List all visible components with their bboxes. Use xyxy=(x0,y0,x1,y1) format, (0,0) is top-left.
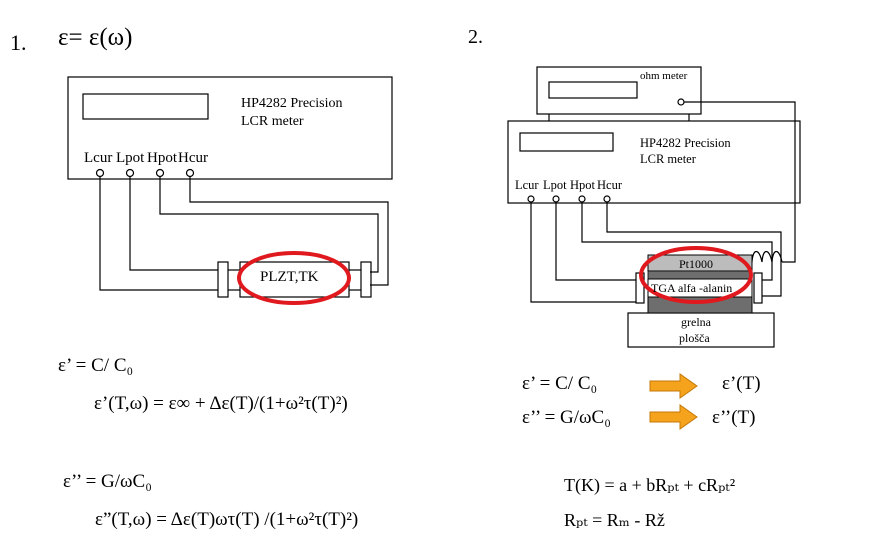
panel2-eq1-right: ε’(T) xyxy=(722,373,761,394)
wire-hcur-2 xyxy=(606,202,782,297)
lcr-label-2-line2: LCR meter xyxy=(640,152,696,166)
terminal-label-lpot-1: Lpot xyxy=(116,150,145,166)
wire-lpot-1 xyxy=(129,177,218,271)
coil xyxy=(728,250,783,263)
panel1-number: 1. xyxy=(10,30,27,55)
panel1-eq1: ε’ = C/ C₀ xyxy=(58,355,134,376)
ohm-meter-label: ohm meter xyxy=(640,70,688,82)
panel1-eq2: ε’(T,ω) = ε∞ + Δε(T)/(1+ω²τ(T)²) xyxy=(94,393,348,414)
highlight-oval-2 xyxy=(639,246,753,304)
wire-hcur-1 xyxy=(189,177,389,286)
wire-lpot-2 xyxy=(555,202,636,281)
terminal-label-hpot-1: Hpot xyxy=(147,150,177,166)
panel2-eq2-left: ε’’ = G/ωC₀ xyxy=(522,407,611,428)
wire-ohm-lead xyxy=(684,101,796,263)
terminal-label-hcur-1: Hcur xyxy=(178,150,208,166)
sample-label-1: PLZT,TK xyxy=(260,269,319,285)
tga-label: TGA alfa -alanin xyxy=(651,281,733,295)
lcr-display-1 xyxy=(82,93,209,120)
pt1000-label: Pt1000 xyxy=(679,257,714,271)
lcr-label-1-line2: LCR meter xyxy=(241,114,304,129)
wire-lcur-2 xyxy=(530,202,636,303)
wire-lcur-1 xyxy=(99,177,218,291)
panel1-title: ε= ε(ω) xyxy=(58,24,133,51)
heater-label-line2: plošča xyxy=(679,331,710,345)
arrow-right-2 xyxy=(649,404,698,430)
terminal-label-hpot-2: Hpot xyxy=(570,178,595,192)
terminal-label-lpot-2: Lpot xyxy=(543,178,567,192)
panel2-eq4: Rₚₜ = Rₘ - Rž xyxy=(564,510,665,530)
terminals-1 xyxy=(95,168,195,178)
electrode-left-1 xyxy=(217,261,229,298)
arrow-right-1 xyxy=(649,373,698,399)
terminals-2 xyxy=(527,195,611,203)
panel1-eq3: ε’’ = G/ωC₀ xyxy=(63,471,152,492)
lcr-display-2 xyxy=(519,132,614,152)
wire-hpot-1 xyxy=(159,177,379,273)
ohm-meter-box xyxy=(536,66,702,115)
ohm-display xyxy=(548,81,638,99)
terminal-label-hcur-2: Hcur xyxy=(597,178,622,192)
heater-label-line1: grelna xyxy=(681,315,711,329)
panel2-eq2-right: ε’’(T) xyxy=(712,407,756,428)
lcr-label-2-line1: HP4282 Precision xyxy=(640,136,731,150)
base-dark-layer xyxy=(647,296,753,314)
electrode-right-2 xyxy=(753,272,763,304)
panel2-eq1-left: ε’ = C/ C₀ xyxy=(522,373,598,394)
panel2-number: 2. xyxy=(468,26,483,48)
panel1-eq4: ε”(T,ω) = Δε(T)ωτ(T) /(1+ω²τ(T)²) xyxy=(95,509,359,530)
terminal-label-lcur-1: Lcur xyxy=(84,150,113,166)
wire-hpot-2 xyxy=(581,202,773,281)
terminal-label-lcur-2: Lcur xyxy=(515,178,539,192)
lcr-label-1-line1: HP4282 Precision xyxy=(241,96,343,111)
sample-dark-layer xyxy=(647,270,753,280)
highlight-oval-1 xyxy=(237,251,351,305)
lcr-meter-box-1 xyxy=(67,76,393,180)
panel2-eq3: T(K) = a + bRₚₜ + cRₚₜ² xyxy=(564,475,736,495)
electrode-right-1 xyxy=(360,261,372,298)
ohm-terminal xyxy=(677,98,685,106)
lcr-meter-box-2 xyxy=(507,120,801,204)
